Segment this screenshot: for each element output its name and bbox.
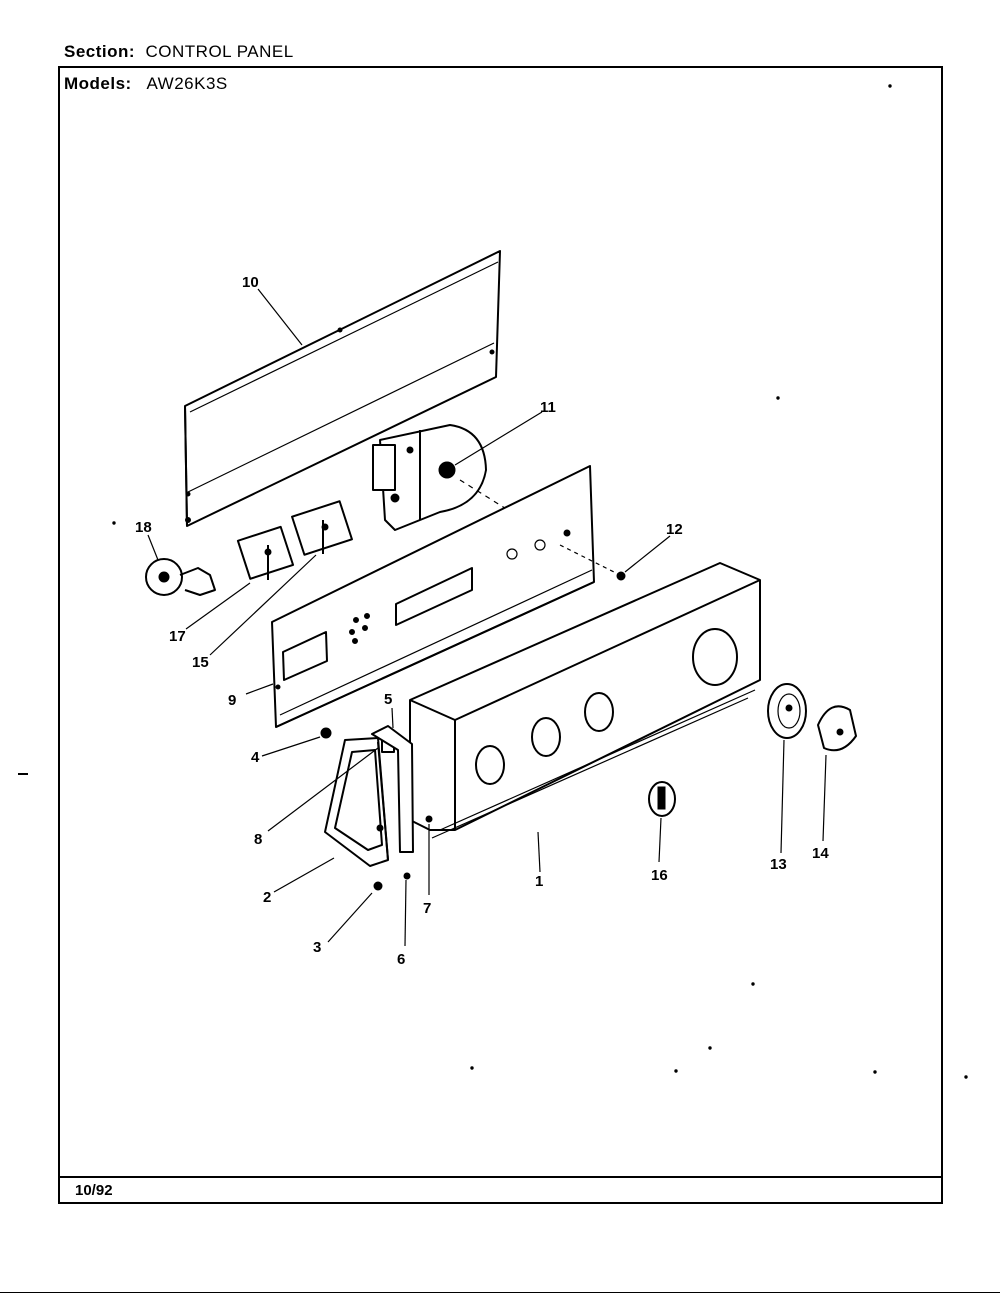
footer-divider <box>60 1176 942 1178</box>
callout-15: 15 <box>192 654 209 671</box>
diagram-frame <box>58 66 943 1204</box>
part-10-rear-panel <box>184 250 501 527</box>
part-7-screw <box>425 815 433 823</box>
part-16-knob <box>648 781 676 817</box>
callout-5: 5 <box>384 691 392 708</box>
part-13-dial <box>767 683 807 739</box>
leader-lines <box>147 288 827 947</box>
part-11-timer <box>372 424 541 531</box>
part-12-screw <box>616 571 626 581</box>
callout-11: 11 <box>540 399 556 416</box>
section-value: CONTROL PANEL <box>145 42 294 61</box>
revision-date: 10/92 <box>75 1182 113 1199</box>
callout-2: 2 <box>263 889 271 906</box>
part-6-screw <box>403 872 411 880</box>
callout-18: 18 <box>135 519 152 536</box>
margin-tick-mark <box>18 773 28 775</box>
part-5-trim-strip <box>371 725 414 853</box>
callout-8: 8 <box>254 831 262 848</box>
part-14-knob-cap <box>817 705 857 752</box>
callout-17: 17 <box>169 628 186 645</box>
callout-labels: 10 11 18 12 17 15 9 5 4 8 2 3 6 7 1 16 1… <box>135 274 829 968</box>
part-9-console-panel <box>271 465 595 728</box>
part-2-bracket-frame <box>324 737 395 867</box>
callout-7: 7 <box>423 900 431 917</box>
callout-14: 14 <box>812 845 829 862</box>
scan-specks <box>112 84 968 1079</box>
callout-13: 13 <box>770 856 787 873</box>
callout-16: 16 <box>651 867 668 884</box>
section-header: Section: CONTROL PANEL <box>64 42 294 62</box>
callout-9: 9 <box>228 692 236 709</box>
callout-3: 3 <box>313 939 321 956</box>
part-15-relay <box>291 500 353 556</box>
page-bottom-rule <box>0 1292 1000 1293</box>
models-header: Models: AW26K3S <box>64 74 228 94</box>
part-4-clip <box>320 727 332 739</box>
callout-6: 6 <box>397 951 405 968</box>
models-label: Models: <box>64 74 132 93</box>
callout-12: 12 <box>666 521 683 538</box>
callout-10: 10 <box>242 274 259 291</box>
models-value: AW26K3S <box>146 74 228 93</box>
callout-4: 4 <box>251 749 260 766</box>
part-18-switch <box>145 558 216 596</box>
part-3-clip <box>373 881 383 891</box>
section-label: Section: <box>64 42 136 61</box>
part-17-relay <box>236 525 295 580</box>
callout-1: 1 <box>535 873 543 890</box>
